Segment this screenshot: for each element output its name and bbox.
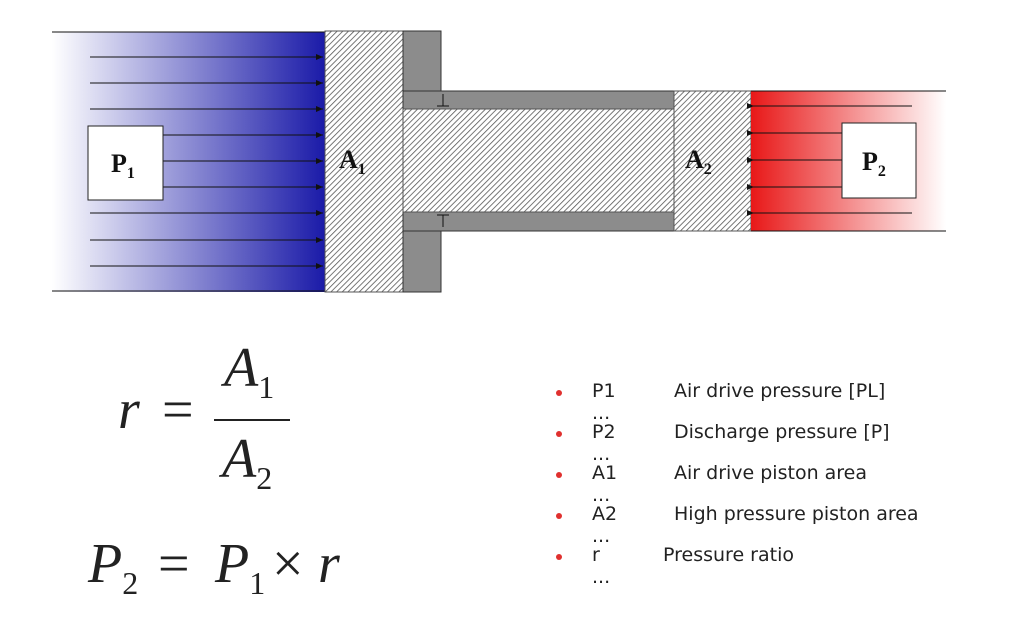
ratio-lhs: r	[118, 379, 140, 441]
p2-box	[841, 122, 917, 199]
bullet-icon	[556, 390, 562, 396]
legend-symbol: A1 ...	[592, 462, 618, 506]
output-rhs-p: P1	[215, 533, 266, 602]
p1-box	[87, 125, 164, 201]
bullet-icon	[556, 431, 562, 437]
output-times: ×	[272, 533, 304, 595]
legend-description: Air drive piston area	[674, 462, 868, 484]
cylinder-body	[402, 30, 675, 293]
large-piston	[324, 30, 404, 293]
bullet-icon	[556, 554, 562, 560]
legend-symbol: A2 ...	[592, 503, 618, 547]
pressure-booster-diagram: P1 A1 A2	[52, 30, 946, 293]
legend-description: Air drive pressure [PL]	[674, 380, 886, 402]
ratio-equals: =	[162, 379, 194, 441]
ratio-numerator: A1	[224, 337, 275, 406]
legend-symbol: P1 ...	[592, 380, 616, 424]
p2-label: P2	[862, 147, 886, 180]
legend-symbol: P2 ...	[592, 421, 616, 465]
legend-symbol: r ...	[592, 544, 611, 588]
output-lhs: P2	[88, 533, 139, 602]
output-rhs-r: r	[318, 533, 340, 595]
fraction-bar	[214, 419, 290, 421]
bullet-icon	[556, 513, 562, 519]
legend-description: Discharge pressure [P]	[674, 421, 890, 443]
ratio-denominator: A2	[222, 428, 273, 497]
legend-description: High pressure piston area	[674, 503, 919, 525]
legend-description: Pressure ratio	[663, 544, 794, 566]
piston-rod	[402, 108, 675, 213]
output-equals: =	[158, 533, 190, 595]
bullet-icon	[556, 472, 562, 478]
a2-label: A2	[685, 145, 712, 178]
a1-label: A1	[339, 145, 366, 178]
seal-marks	[437, 94, 449, 227]
p1-label: P1	[111, 149, 135, 182]
small-piston	[673, 90, 752, 232]
